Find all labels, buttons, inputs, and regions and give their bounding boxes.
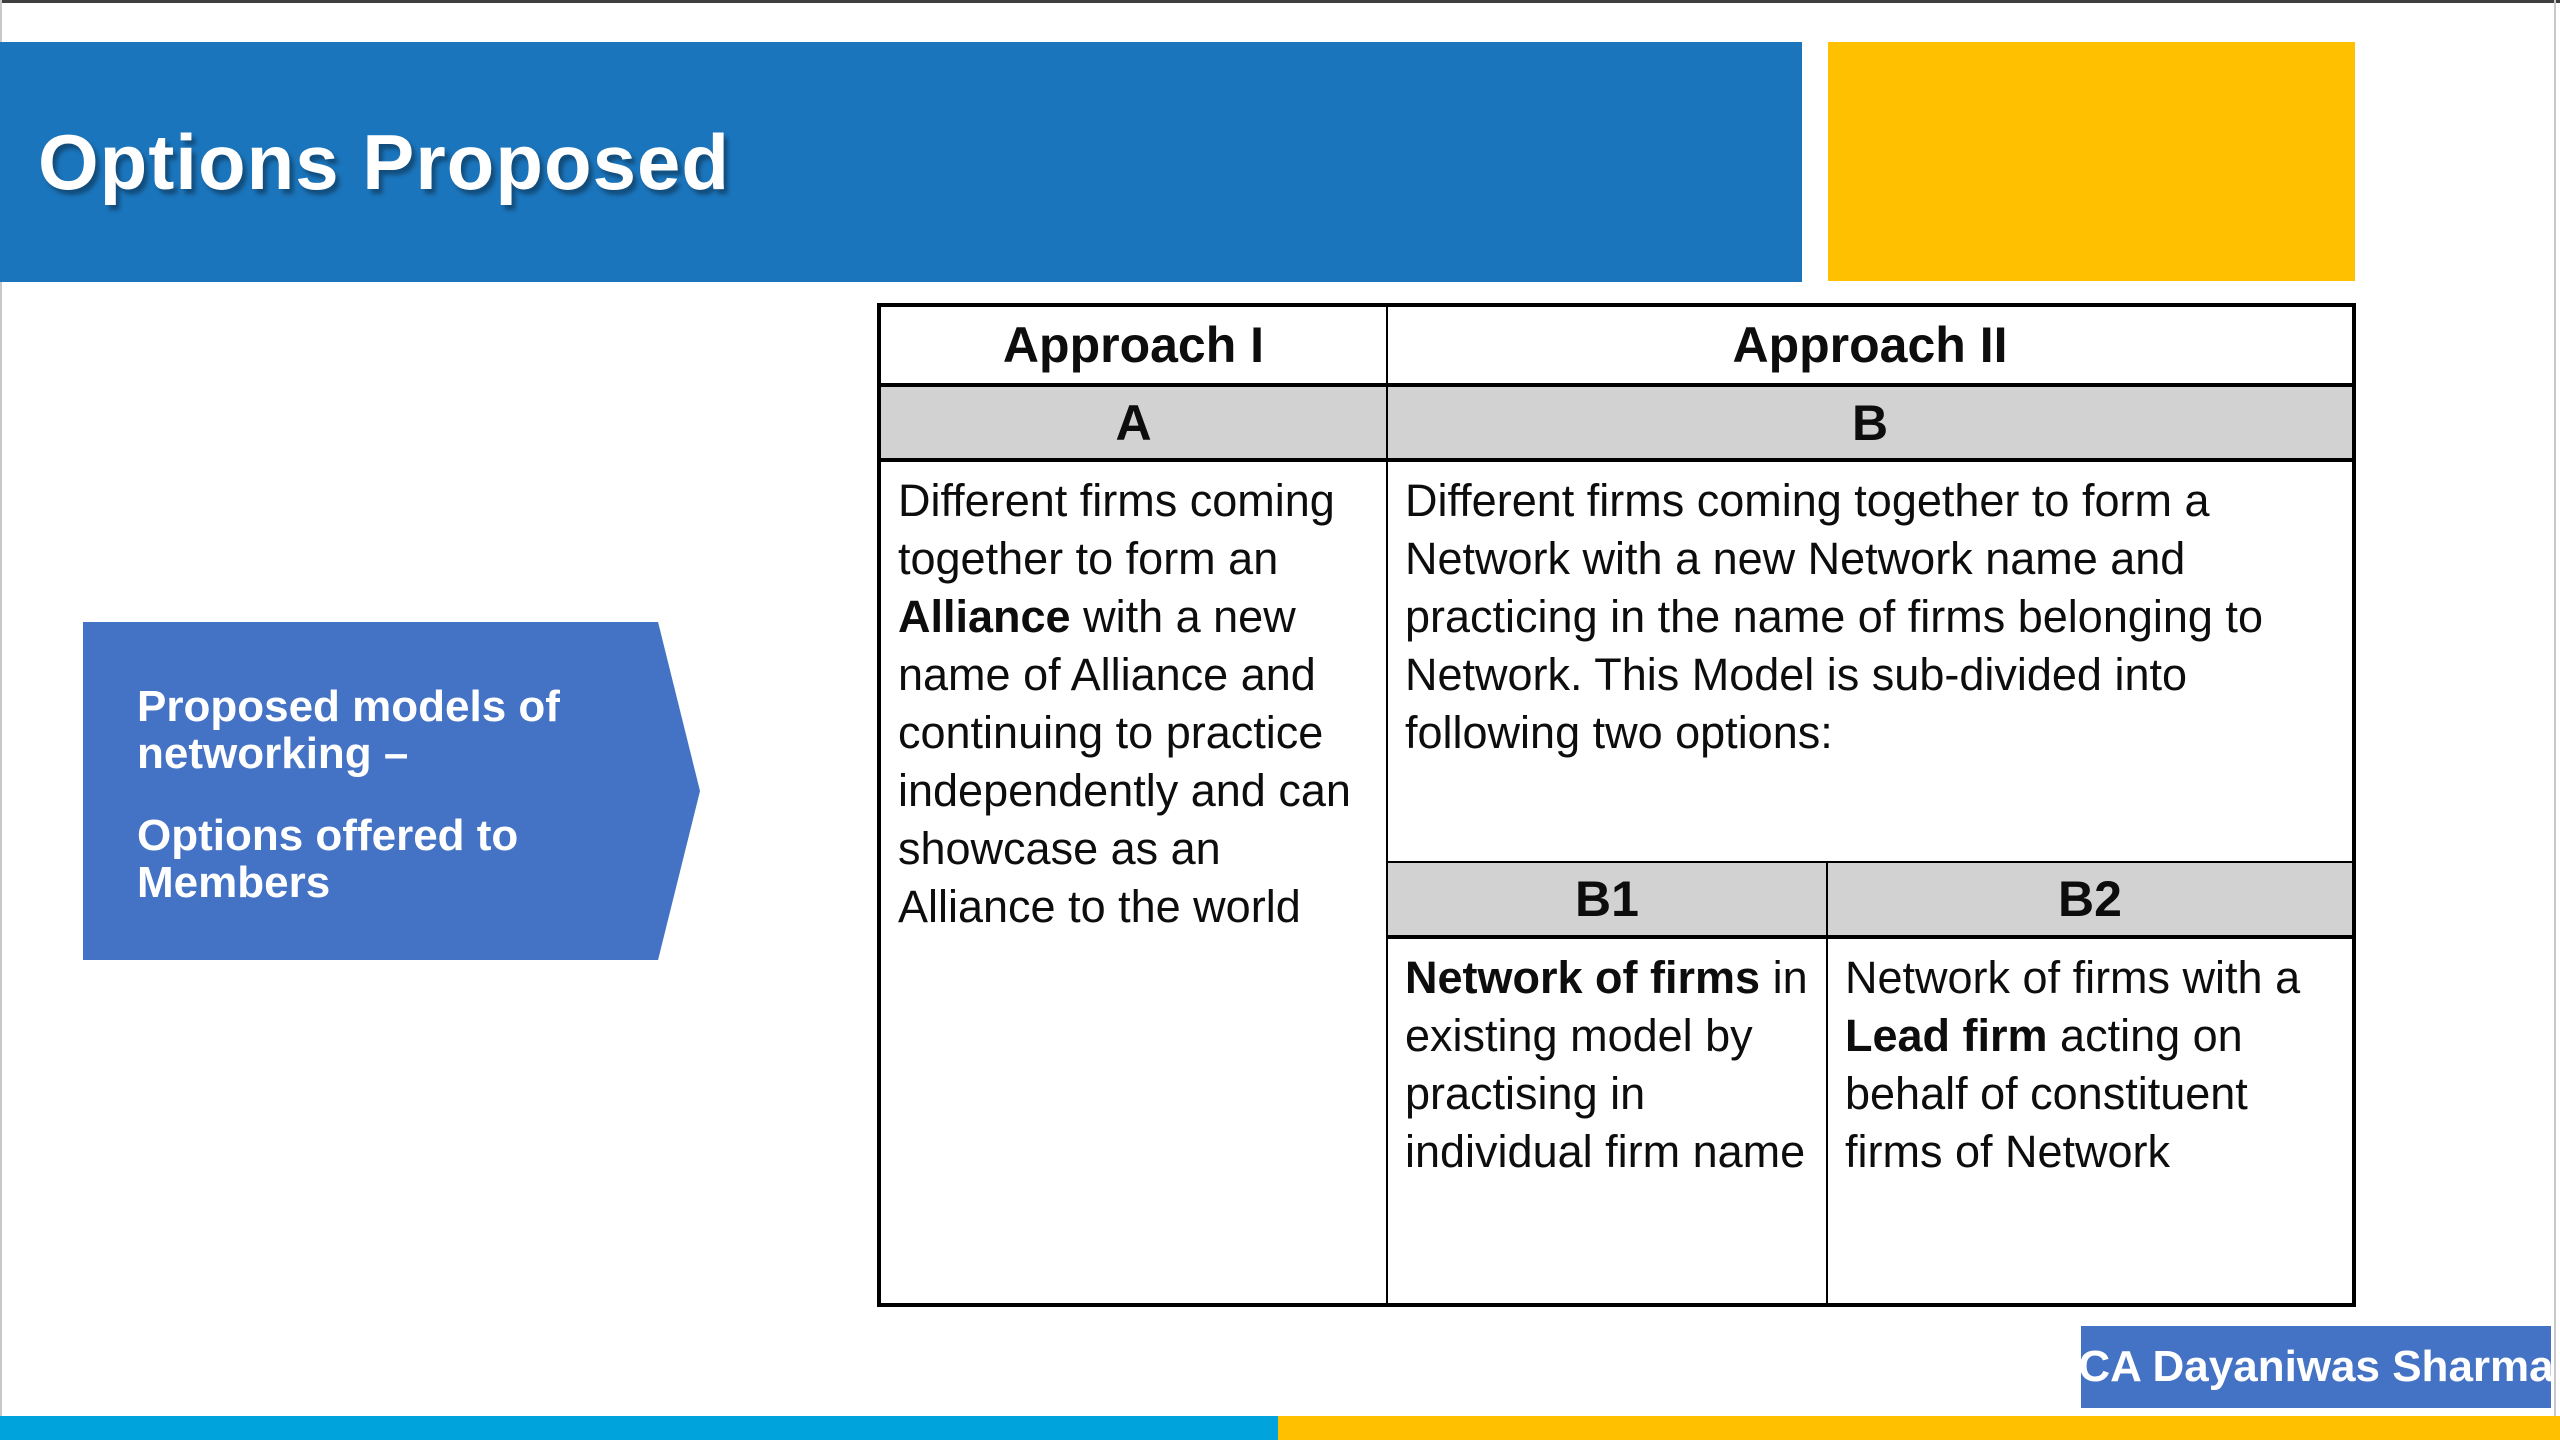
callout-line-2: Options offered to Members [137, 811, 519, 907]
cell-b1-text: in existing model by practising in indiv… [1405, 952, 1808, 1177]
author-badge: CA Dayaniwas Sharma [2078, 1326, 2554, 1408]
table-subheader-b1: B1 [1388, 863, 1826, 937]
footer-stripe-cyan [0, 1416, 1278, 1440]
cell-b2-text-1: Network of firms with a [1845, 952, 2301, 1003]
table-subheader-a: A [881, 387, 1386, 460]
options-table: Approach I Approach II A B Different fir… [877, 303, 2356, 1307]
table-subheader-b: B [1388, 387, 2352, 460]
cell-a-text-bold: Alliance [898, 591, 1071, 642]
cell-a-text-1: Different firms coming together to form … [898, 475, 1335, 584]
callout-arrow: Proposed models of networking – Options … [83, 622, 700, 960]
table-cell-option-b1: Network of firms in existing model by pr… [1388, 939, 1826, 1303]
cell-a-text-2: with a new name of Alliance and continui… [898, 591, 1351, 932]
gold-accent-rect [1828, 42, 2355, 281]
table-cell-option-b: Different firms coming together to form … [1388, 462, 2352, 861]
cell-b1-text-bold: Network of firms [1405, 952, 1761, 1003]
table-header-approach-1: Approach I [881, 307, 1386, 385]
cell-b2-text-2: acting on behalf of constituent firms of… [1845, 1010, 2248, 1177]
callout-text-block: Proposed models of networking – Options … [83, 622, 700, 907]
left-edge-line [0, 0, 2, 1440]
cell-b2-text-bold: Lead firm [1845, 1010, 2048, 1061]
callout-line-1: Proposed models of networking – [137, 682, 560, 778]
page-title: Options Proposed [38, 117, 731, 206]
table-cell-option-a: Different firms coming together to form … [881, 462, 1386, 1303]
footer-stripe-gold [1278, 1416, 2560, 1440]
top-edge-line [0, 0, 2560, 3]
table-subheader-b2: B2 [1828, 863, 2352, 937]
title-banner: Options Proposed [0, 42, 1802, 282]
table-header-approach-2: Approach II [1388, 307, 2352, 385]
table-cell-option-b2: Network of firms with a Lead firm acting… [1828, 939, 2352, 1303]
right-edge-line [2554, 0, 2556, 1440]
